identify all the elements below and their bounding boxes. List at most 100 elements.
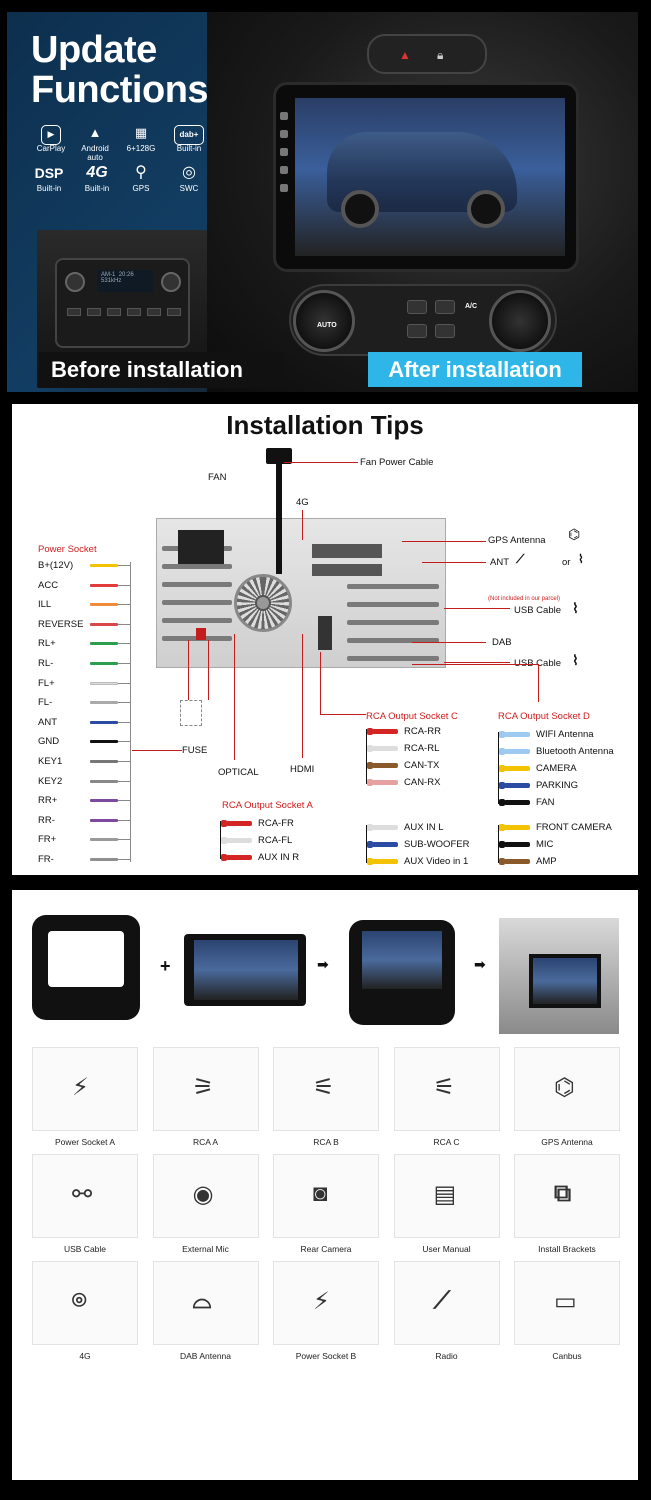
rca-plug-swatch (499, 858, 530, 865)
callout-line (412, 642, 486, 643)
usb-cable-icon: ⚯ (72, 1181, 93, 1208)
arrow-right-icon: ➡ (317, 956, 329, 972)
rca-cable-icon: ⚞ (192, 1074, 215, 1101)
rca-output-label: SUB-WOOFER (404, 839, 470, 850)
callout-line (302, 634, 303, 758)
accessory-tile (152, 1261, 259, 1345)
accessory-tile (152, 1154, 259, 1238)
power-wire-line (118, 859, 130, 860)
gps-pin-icon: ⚲ (135, 164, 147, 181)
original-radio-display: AM-1 20:26 531kHz (97, 270, 153, 292)
accessory-caption: GPS Antenna (541, 1137, 593, 1147)
accessory-tile (393, 1047, 500, 1131)
chip-icon: ▦ (134, 125, 148, 140)
rca-plug-swatch (499, 824, 530, 831)
banner-title-line1: Update (31, 29, 157, 71)
power-wire-line (118, 565, 130, 566)
accessory-tile (152, 1047, 259, 1131)
rca-plug-swatch (367, 779, 398, 786)
volume-knob (65, 272, 85, 292)
callout-line (412, 664, 538, 665)
fuse-label: FUSE (182, 745, 208, 756)
cooling-fins (162, 564, 232, 569)
callout-line (320, 714, 366, 715)
power-pin-label: FL- (38, 697, 53, 709)
rca-output-label: RCA-RL (404, 743, 440, 754)
rca-socket-d-title: RCA Output Socket D (498, 711, 590, 722)
cooling-fins (347, 620, 439, 625)
not-included-note: (Not included in our parcel) (488, 596, 561, 602)
gps-antenna-label: GPS Antenna (488, 535, 546, 546)
power-harness-icon: ⚡ (72, 1074, 89, 1101)
callout-line (188, 640, 189, 700)
power-wire-swatch (90, 779, 118, 783)
callout-line (284, 462, 358, 463)
feature-carplay: ▶ CarPlay (29, 122, 73, 153)
4g-icon: 4G (86, 164, 108, 181)
rca-cable-icon: ⚟ (313, 1074, 335, 1101)
installation-tips-panel: Installation Tips Fan Power Cable FAN 4G… (12, 404, 638, 875)
rca-plug-swatch (499, 841, 530, 848)
temperature-knob-left (293, 290, 355, 352)
power-wire-line (118, 800, 130, 802)
rca-bundle-line (498, 825, 499, 863)
car-wheel-rear (467, 190, 505, 228)
rca-socket-a-title: RCA Output Socket A (222, 800, 313, 811)
canbus-box-icon: ▭ (554, 1288, 577, 1315)
plus-sign: + (160, 956, 171, 976)
cooling-fins (162, 618, 232, 623)
usb-cable-label-1: USB Cable (514, 605, 561, 616)
rca-bundle-line (220, 821, 221, 859)
or-label: or (562, 557, 571, 568)
rca-plug-swatch (367, 824, 398, 831)
rca-plug-swatch (221, 820, 252, 827)
cooling-fins (347, 602, 439, 607)
feature-swc: ◎ SWC (167, 162, 211, 193)
callout-line (402, 541, 486, 542)
banner-title-line2: Functions (31, 69, 209, 111)
power-wire-swatch (90, 799, 118, 803)
android-auto-icon: ▲ (88, 125, 102, 140)
accessory-caption: Canbus (552, 1351, 582, 1361)
cooling-fins (347, 584, 439, 589)
rca-plug-swatch (499, 782, 530, 789)
power-pin-label: KEY2 (38, 775, 63, 787)
power-pin-label: RR- (38, 814, 55, 826)
rca-bundle-line (498, 732, 499, 804)
fan-power-wire (276, 452, 282, 574)
accessory-tile (514, 1154, 620, 1238)
accessory-tile (32, 1154, 138, 1238)
power-pin-label: ANT (38, 716, 57, 728)
callout-line (538, 664, 539, 702)
power-pin-label: GND (38, 736, 60, 748)
power-wire-swatch (90, 760, 118, 763)
radio-button (167, 308, 181, 316)
power-wire-swatch (90, 642, 118, 646)
power-pin-label: RL+ (38, 638, 56, 650)
power-wire-line (118, 819, 130, 821)
rca-output-label: PARKING (536, 780, 579, 791)
power-wire-line (118, 663, 130, 664)
fuse-box (180, 700, 202, 726)
accessory-caption: Install Brackets (538, 1244, 596, 1254)
rca-output-label: CAMERA (536, 763, 577, 774)
rca-output-label: CAN-RX (404, 777, 441, 788)
optical-label: OPTICAL (218, 767, 259, 778)
power-wire-swatch (90, 583, 118, 587)
power-wire-line (118, 584, 130, 586)
rca-output-label: FRONT CAMERA (536, 822, 612, 833)
power-pin-label: FR- (38, 854, 54, 865)
usb-cable-icon: ⌇ (572, 600, 579, 616)
accessory-tile (32, 1047, 138, 1131)
rca-plug-swatch (367, 728, 398, 735)
accessory-caption: Power Socket A (54, 1137, 115, 1147)
power-wire-line (118, 780, 130, 782)
power-socket-title: Power Socket (38, 544, 97, 555)
callout-line (132, 750, 182, 751)
rca-output-label: RCA-RR (404, 726, 441, 737)
accessory-tile (393, 1154, 500, 1238)
accessory-tile (273, 1154, 379, 1238)
head-unit-image (184, 934, 306, 1006)
accessories-panel: + ➡ ➡ ⚡Power Socket A⚞RCA A⚟RCA B⚟RCA C⌬… (12, 890, 638, 1480)
feature-android-auto: ▲ Android auto (73, 122, 117, 162)
